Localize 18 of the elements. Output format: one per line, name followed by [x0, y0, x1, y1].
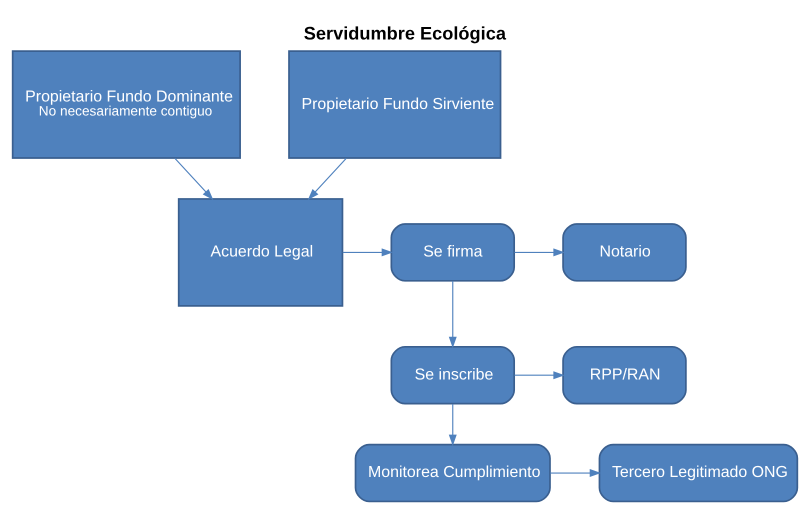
node-box: Tercero Legitimado ONG [598, 443, 798, 502]
arrow [550, 468, 602, 476]
node-box: Monitorea Cumplimiento [354, 443, 551, 502]
arrow [514, 248, 565, 256]
diagram-title: Servidumbre Ecológica [304, 23, 506, 44]
node-box: Acuerdo Legal [178, 198, 344, 306]
arrow [174, 157, 214, 200]
arrow [514, 370, 565, 379]
arrow [448, 404, 457, 446]
node-box: Propietario Fundo Sirviente [288, 50, 502, 158]
arrow [342, 248, 394, 256]
node-box: Propietario Fundo Dominante No necesariamente contiguo [12, 50, 241, 158]
arrow [308, 157, 347, 200]
node-box: Se inscribe [390, 345, 516, 404]
arrow [448, 280, 457, 348]
node-box: Notario [562, 222, 687, 282]
node-box: Se firma [390, 222, 516, 282]
node-box: RPP/RAN [562, 345, 687, 404]
